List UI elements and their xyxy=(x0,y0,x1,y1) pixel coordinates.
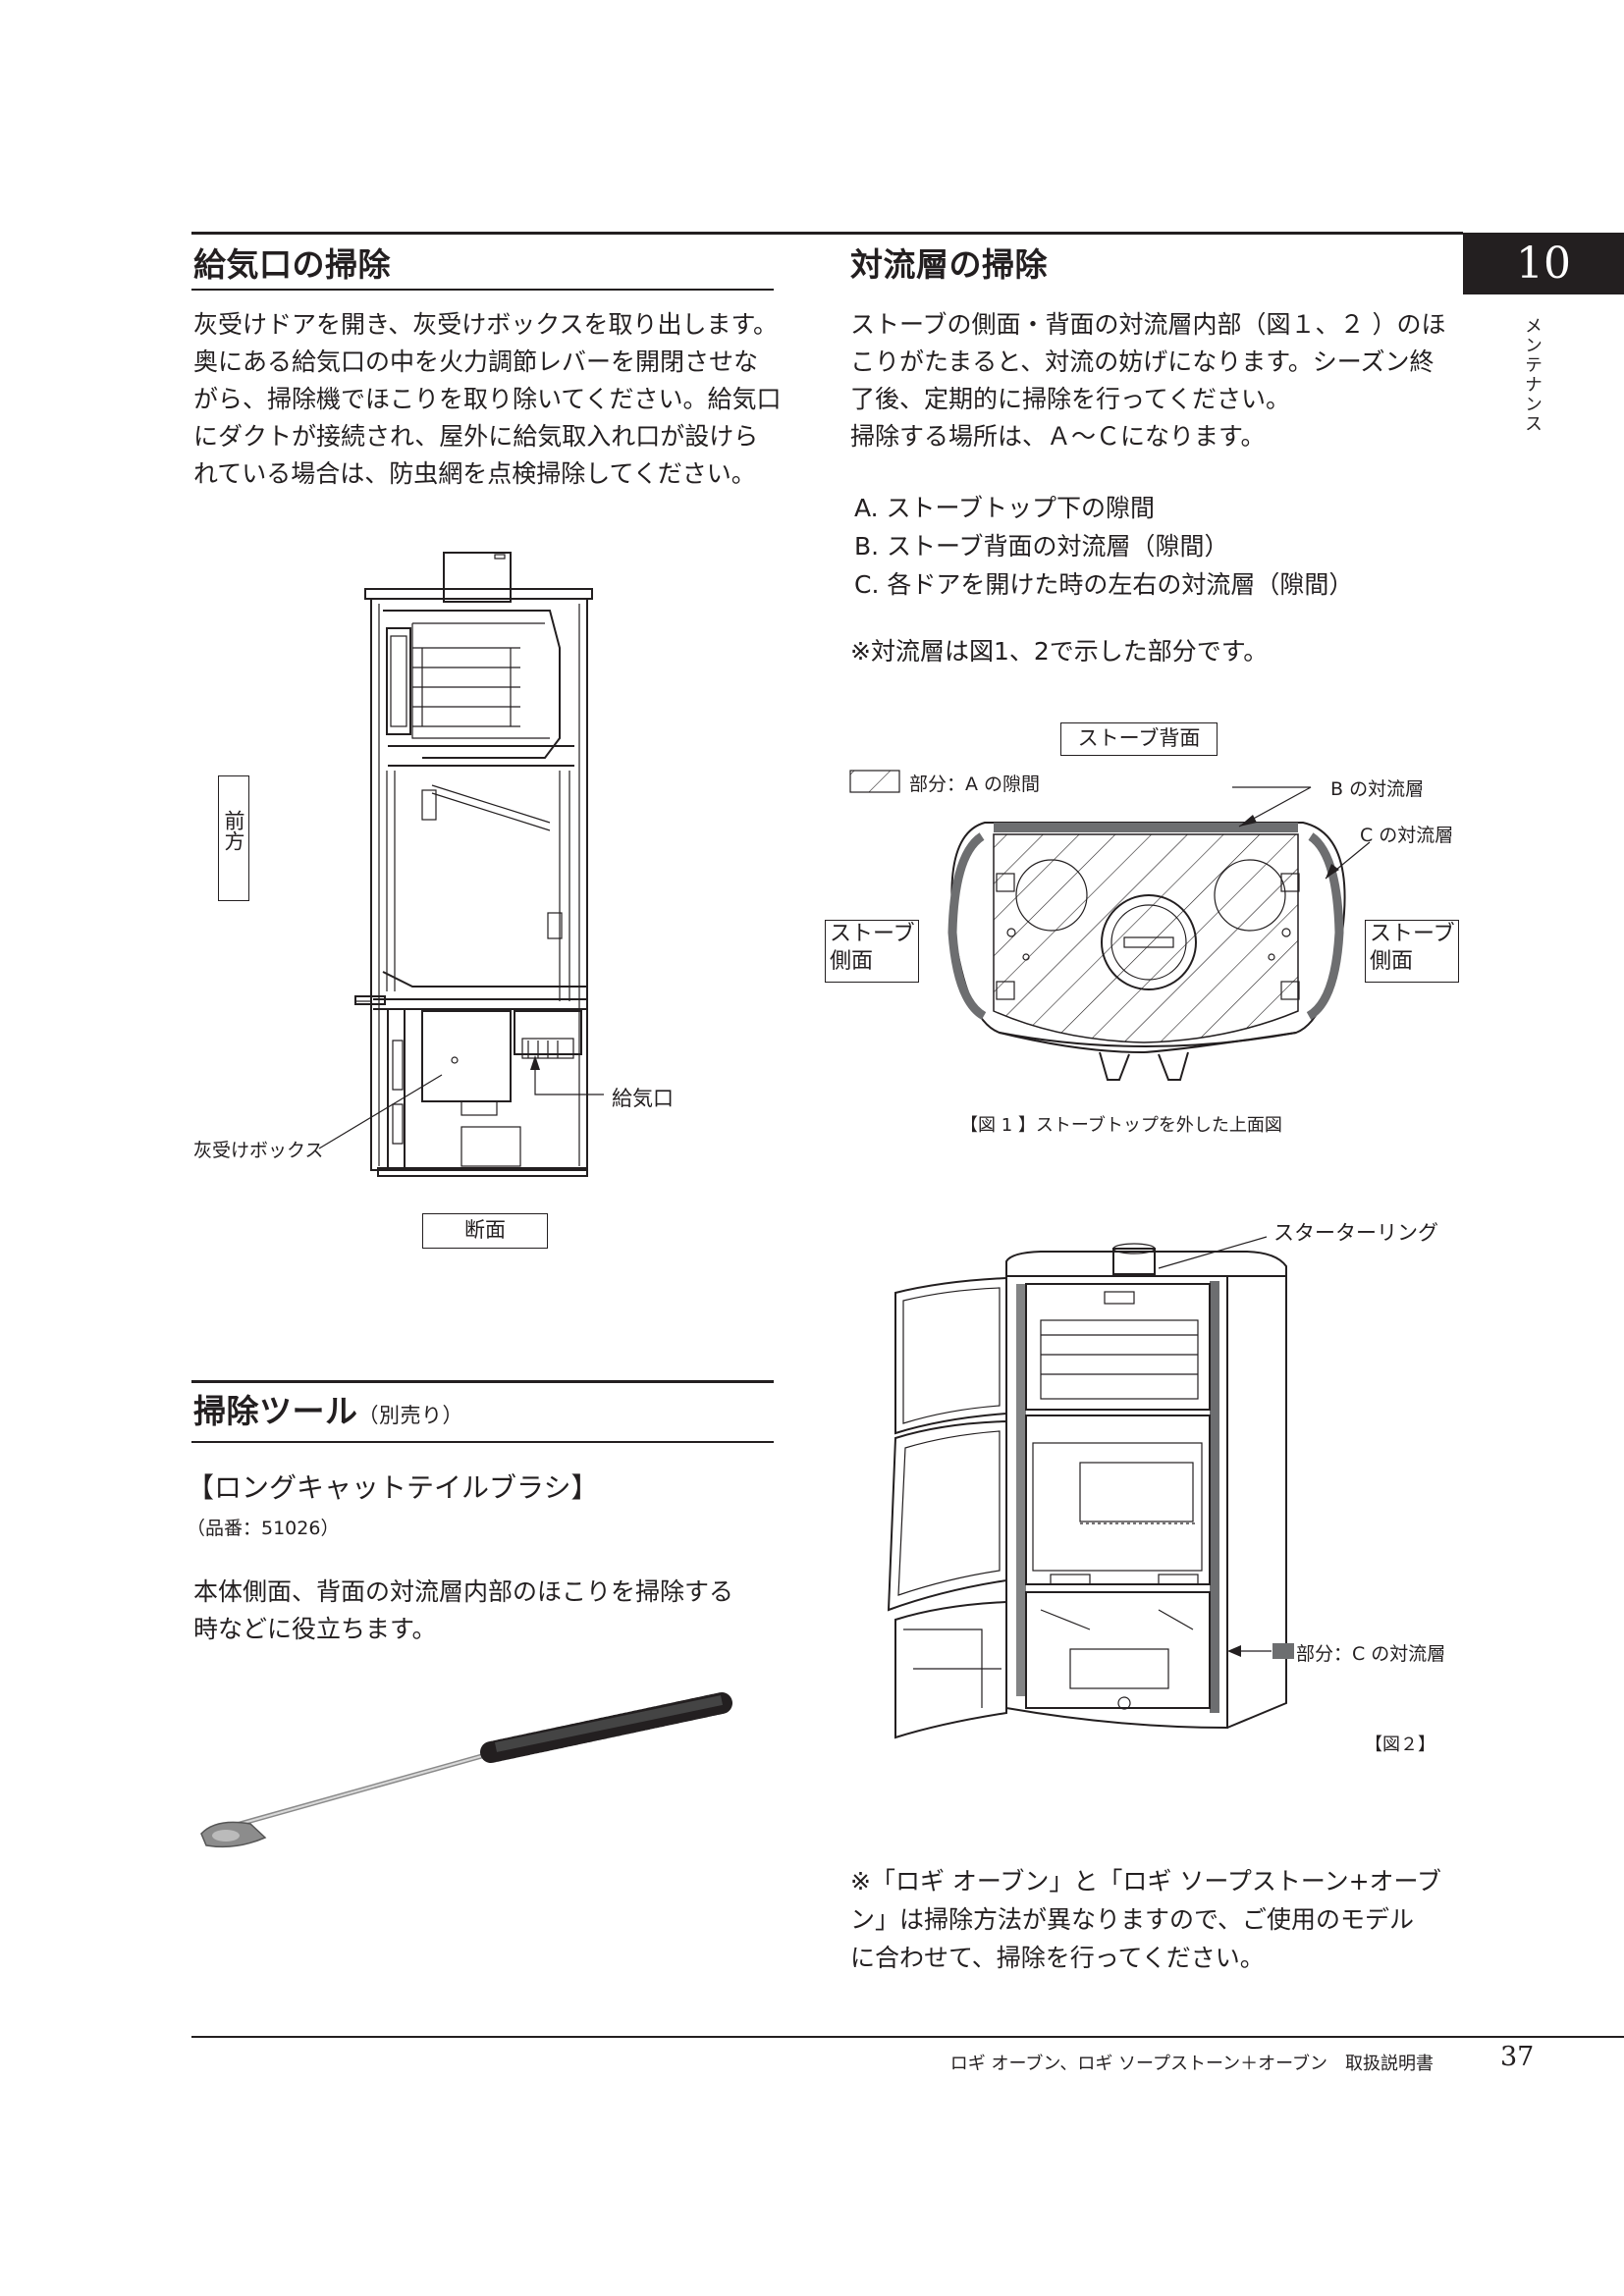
list-item: C. 各ドアを開けた時の左右の対流層（隙間） xyxy=(854,570,1354,599)
list-item: B. ストーブ背面の対流層（隙間） xyxy=(854,532,1229,561)
model-footnote: ※「ロギ オーブン」と「ロギ ソープストーン+オーブ ン」は掃除方法が異なります… xyxy=(850,1867,1442,1972)
air-intake-title-rule xyxy=(191,289,774,291)
list-item: A. ストーブトップ下の隙間 xyxy=(854,494,1156,522)
page-number: 37 xyxy=(1500,2042,1535,2072)
legend-a-label: 部分：A の隙間 xyxy=(909,774,1041,795)
convection-title: 対流層の掃除 xyxy=(850,245,1048,284)
tool-body: 本体側面、背面の対流層内部のほこりを掃除する 時などに役立ちます。 xyxy=(193,1577,734,1643)
tool-product-number: （品番：51026） xyxy=(187,1518,340,1539)
convection-items: A. ストーブトップ下の隙間 B. ストーブ背面の対流層（隙間） C. 各ドアを… xyxy=(854,489,1463,604)
stove-side-right-label: ストーブ 側面 xyxy=(1365,920,1459,983)
air-inlet-label: 給気口 xyxy=(612,1087,674,1110)
chapter-number-tab: 10 xyxy=(1463,233,1624,294)
chapter-label: メンテナンス xyxy=(1522,316,1543,434)
stove-side-left-label: ストーブ 側面 xyxy=(825,920,919,983)
top-rule xyxy=(191,232,1463,235)
ash-box-label: 灰受けボックス xyxy=(193,1140,324,1161)
footer-manual-title: ロギ オーブン、ロギ ソープストーン＋オーブン 取扱説明書 xyxy=(949,2054,1434,2074)
legend-c-label: 部分：C の対流層 xyxy=(1296,1643,1446,1665)
tool-product-name: 【ロングキャットテイルブラシ】 xyxy=(187,1471,599,1504)
tool-title-top-rule xyxy=(191,1380,774,1383)
section-label: 断面 xyxy=(422,1213,548,1249)
stove-back-label: ストーブ背面 xyxy=(1060,722,1218,756)
convection-note: ※対流層は図1、2で示した部分です。 xyxy=(850,637,1269,666)
air-intake-title: 給気口の掃除 xyxy=(193,245,391,284)
figure2-caption: 【図２】 xyxy=(1365,1735,1435,1755)
figure1-caption: 【図 1 】ストーブトップを外した上面図 xyxy=(960,1115,1282,1136)
tool-title-bottom-rule xyxy=(191,1441,774,1443)
convection-body: ストーブの側面・背面の対流層内部（図１、２ ）のほ こりがたまると、対流の妨げに… xyxy=(850,310,1446,451)
tool-title: 掃除ツール（別売り） xyxy=(193,1392,463,1430)
front-direction-label: 前方 xyxy=(218,775,249,901)
convection-c-label: C の対流層 xyxy=(1360,825,1454,846)
starter-ring-label: スターターリング xyxy=(1273,1221,1438,1245)
air-intake-body: 灰受けドアを開き、灰受けボックスを取り出します。 奥にある給気口の中を火力調節レ… xyxy=(193,310,782,488)
convection-b-label: B の対流層 xyxy=(1330,778,1425,800)
footer-rule xyxy=(191,2036,1624,2038)
